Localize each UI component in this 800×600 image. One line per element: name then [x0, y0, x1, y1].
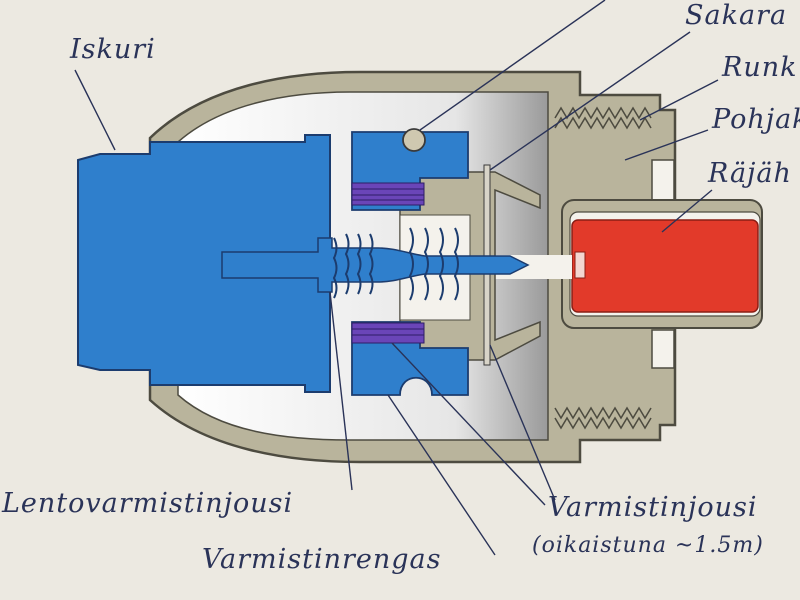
leader-runko: [639, 79, 719, 121]
label-varmistinjousi: Varmistinjousi: [548, 492, 758, 523]
detonator: [571, 219, 759, 313]
label-pohja: Pohjak: [711, 104, 800, 135]
leader-varmistinjousi-b: [489, 344, 556, 501]
base-plug-slot-top: [651, 159, 675, 201]
leader-sakara: [489, 31, 691, 171]
leader-varmistinjousi-a: [391, 342, 546, 506]
label-varmistinjousi-note: (oikaistuna ~1.5m): [532, 533, 764, 558]
leader-lines: [74, 0, 719, 556]
safety-spring-inner: [408, 227, 459, 301]
leader-pohja: [624, 129, 709, 161]
label-iskuri: Iskuri: [69, 34, 156, 65]
label-rajahde: Räjäh: [707, 158, 792, 189]
leader-iskuri: [74, 69, 116, 151]
safety-spring-coils: [351, 182, 425, 344]
label-lentovarmistinjousi: Lentovarmistinjousi: [1, 488, 293, 519]
detonator-cap-mark: [574, 251, 586, 279]
leader-ball: [419, 0, 606, 131]
locking-ball: [402, 128, 426, 152]
firing-pin: [221, 237, 530, 293]
label-sakara: Sakara: [685, 0, 787, 31]
label-varmistinrengas: Varmistinrengas: [202, 544, 442, 575]
base-plug-slot-bottom: [651, 329, 675, 369]
leader-lentovarmistinjousi: [329, 291, 353, 491]
label-runko: Runk: [721, 52, 797, 83]
leader-rajahde: [661, 189, 713, 233]
flight-safety-spring: [332, 233, 374, 299]
striker: [77, 134, 331, 393]
leader-varmistinrengas: [387, 394, 496, 556]
body-threads: [554, 106, 652, 430]
